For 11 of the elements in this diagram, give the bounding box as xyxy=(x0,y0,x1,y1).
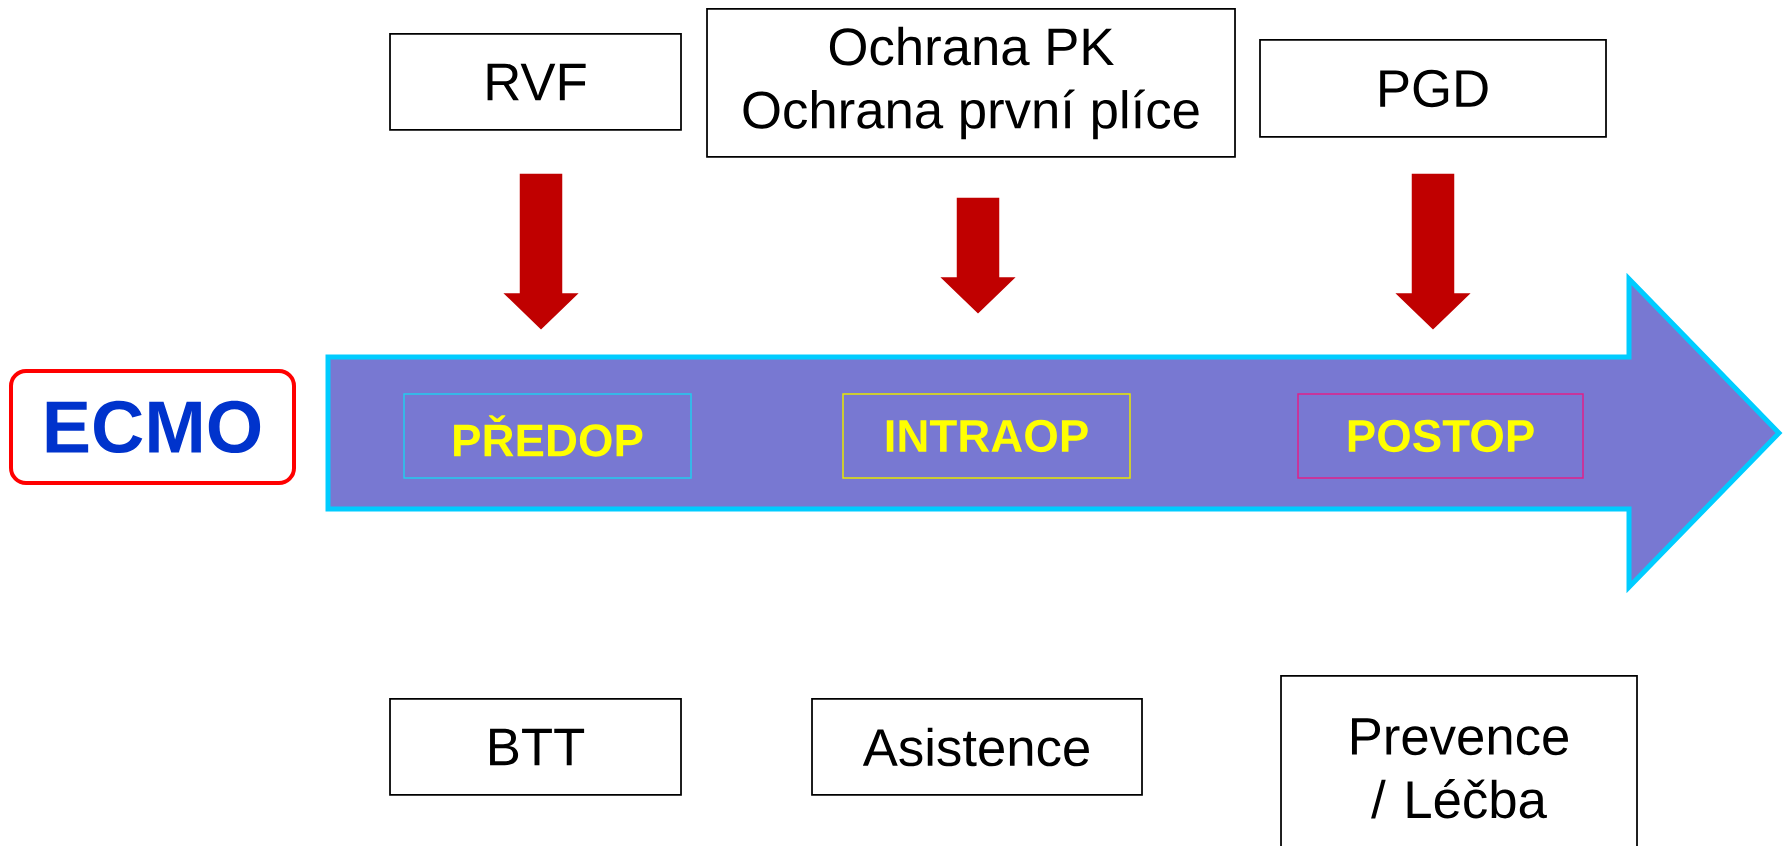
text-box: BTT xyxy=(389,698,682,796)
phase-box: INTRAOP xyxy=(842,393,1131,479)
arrow-band xyxy=(325,272,1783,594)
phase-box: PŘEDOP xyxy=(403,393,692,479)
phase-box: POSTOP xyxy=(1297,393,1584,479)
text-box: Asistence xyxy=(811,698,1143,796)
text-box: RVF xyxy=(389,33,682,131)
label-box: ECMO xyxy=(9,369,296,485)
text-box: PGD xyxy=(1259,39,1607,138)
text-box: Ochrana PK Ochrana první plíce xyxy=(706,8,1236,158)
text-box: Prevence / Léčba xyxy=(1280,675,1638,846)
